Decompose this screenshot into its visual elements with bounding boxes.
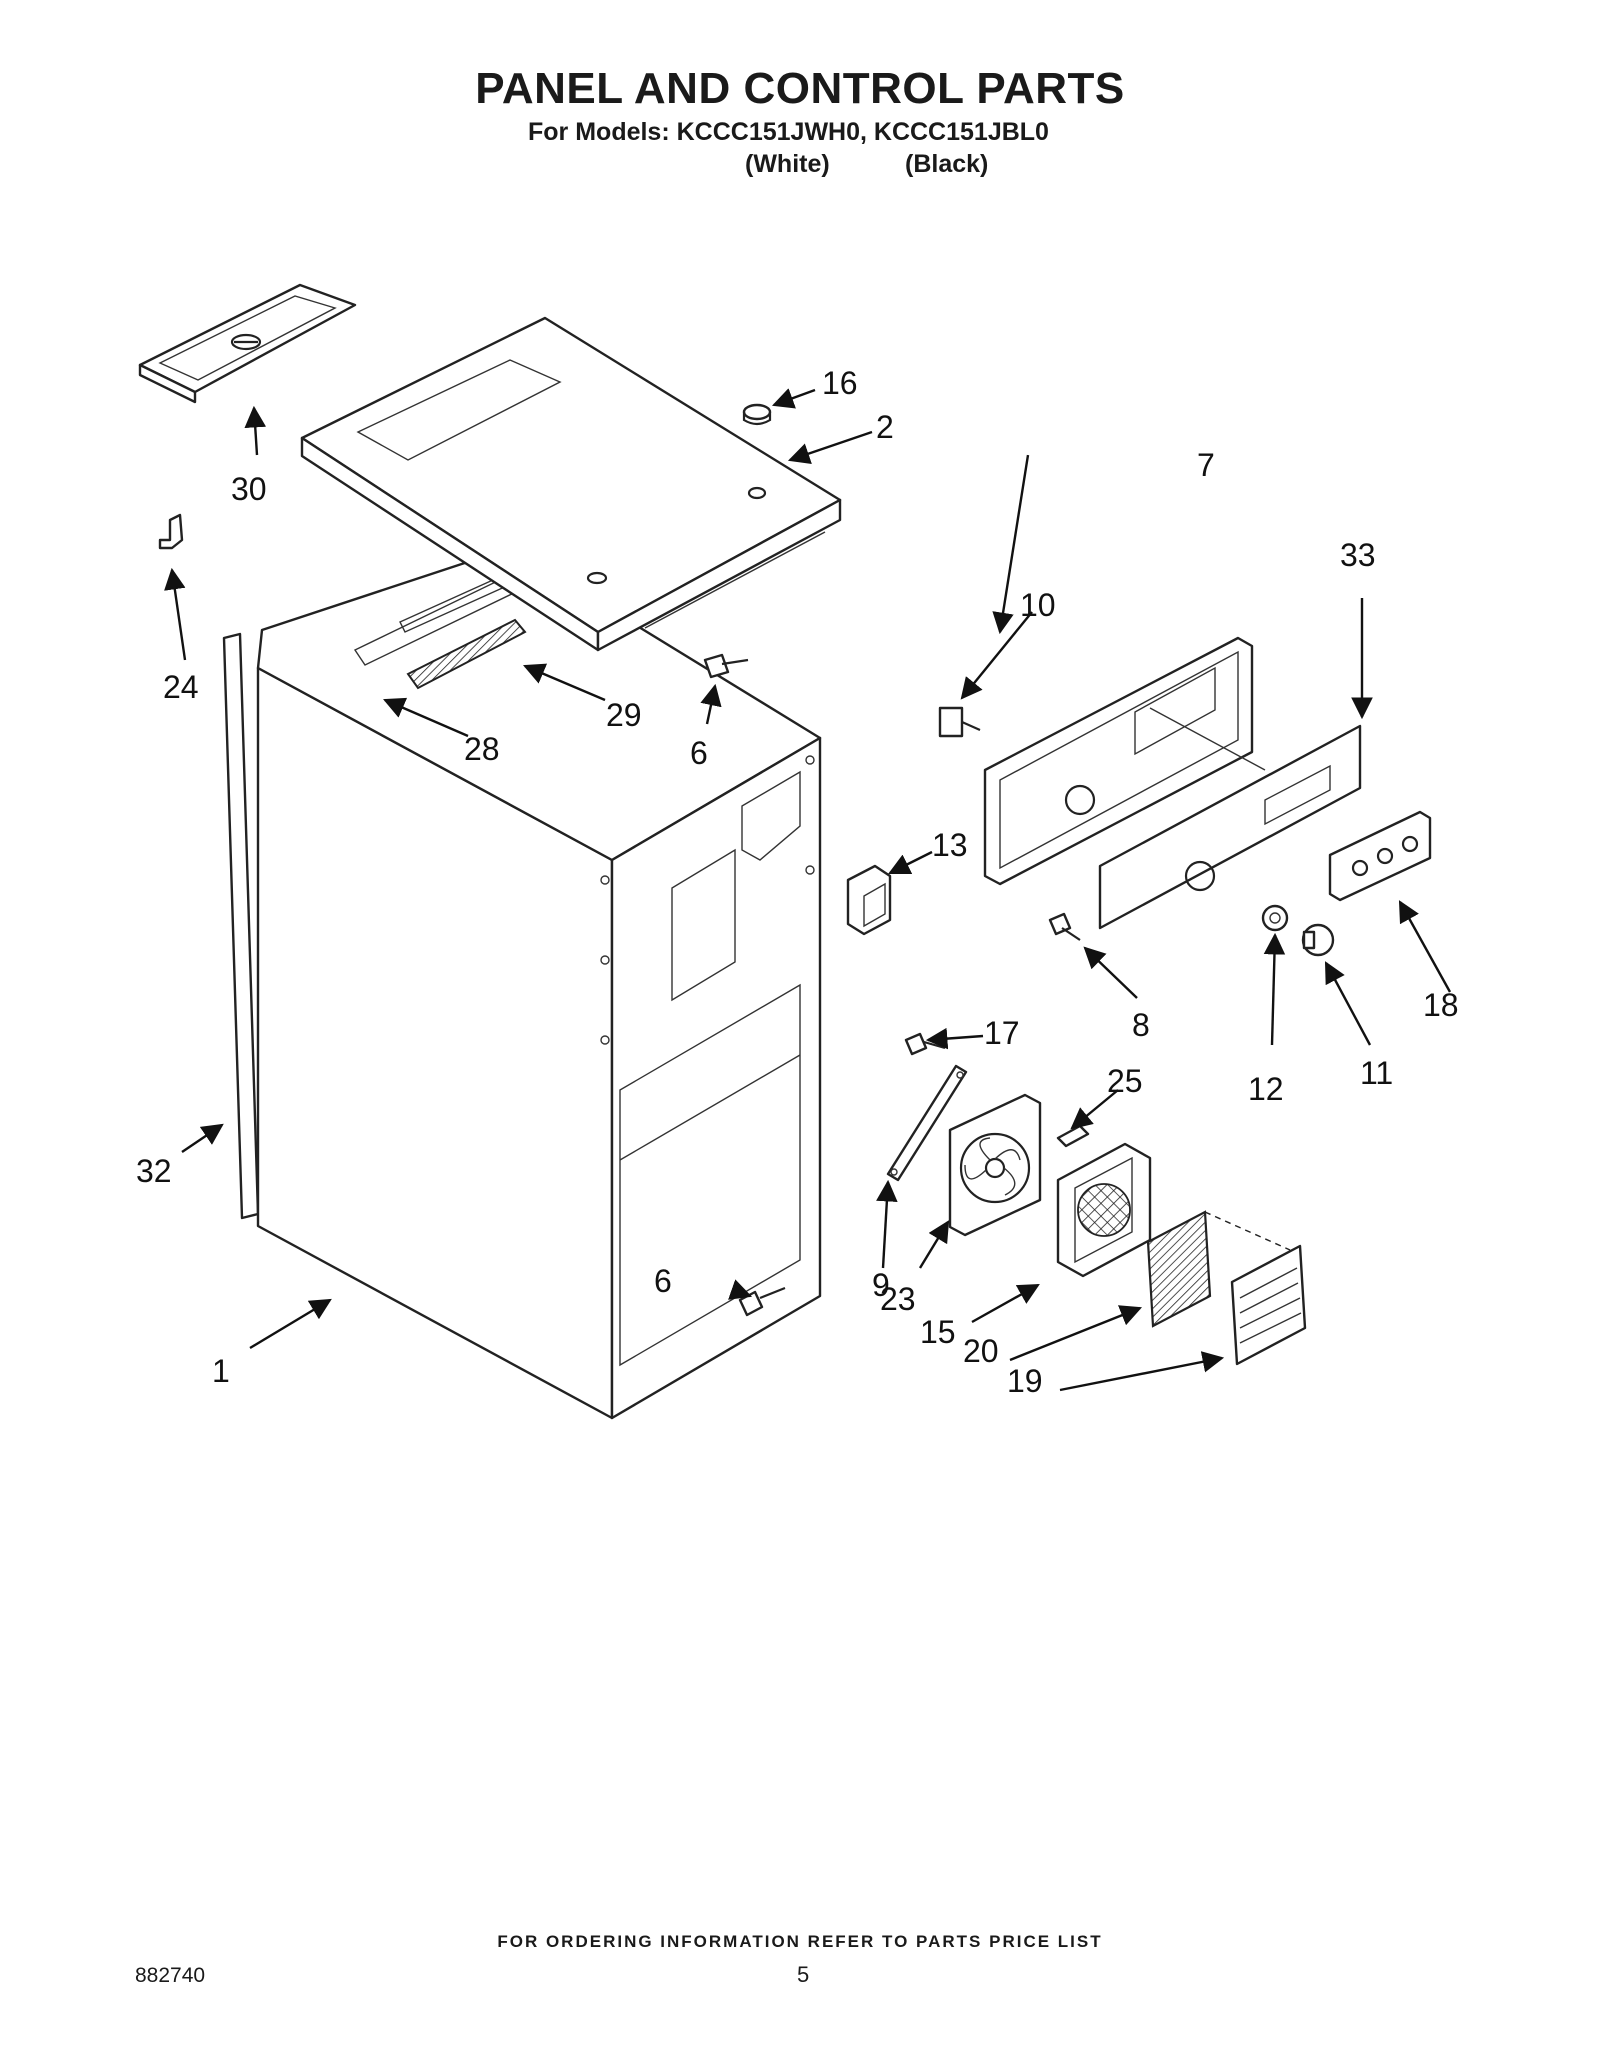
callout-15: 15 [920, 1314, 956, 1350]
callout-25: 25 [1107, 1063, 1143, 1099]
callout-18: 18 [1423, 987, 1459, 1023]
callout-11: 11 [1360, 1055, 1393, 1091]
part-11-knob [1301, 923, 1335, 957]
part-15-fan-shroud [1056, 1142, 1152, 1278]
part-30-hatch-cover [138, 283, 357, 404]
model-numbers: For Models: KCCC151JWH0, KCCC151JBL0 [528, 118, 1049, 146]
part-13-rocker-switch [846, 864, 892, 936]
part-7-control-housing [983, 636, 1266, 886]
callout-29: 29 [606, 697, 642, 733]
callout-16: 16 [822, 365, 858, 401]
part-23-fan [948, 1093, 1042, 1237]
callout-20: 20 [963, 1333, 999, 1369]
part-32-side-trim [222, 632, 260, 1220]
callout-28: 28 [464, 731, 500, 767]
callout-10: 10 [1020, 587, 1056, 623]
color-white-label: (White) [745, 150, 830, 178]
part-19-grille [1230, 1244, 1307, 1366]
part-2-top-panel [300, 316, 842, 652]
part-9-bracket [886, 1064, 968, 1182]
part-33-control-panel [1098, 724, 1362, 930]
callout-17: 17 [984, 1015, 1020, 1051]
callout-12: 12 [1248, 1071, 1284, 1107]
part-17-screw [904, 1032, 946, 1056]
part-18-touch-panel [1328, 810, 1432, 902]
ordering-note: FOR ORDERING INFORMATION REFER TO PARTS … [497, 1932, 1103, 1951]
part-6-screw-upper [703, 653, 749, 679]
callout-23: 23 [880, 1281, 916, 1317]
part-16-plug [742, 403, 772, 426]
part-20-filter [1146, 1210, 1291, 1328]
callout-2: 2 [876, 409, 894, 445]
callout-6-lower: 6 [654, 1263, 672, 1299]
part-24-clip [158, 513, 184, 550]
callout-9: 9 [872, 1267, 890, 1303]
leader-lines [164, 388, 1452, 1392]
callout-32: 32 [136, 1153, 172, 1189]
callout-1: 1 [212, 1353, 230, 1389]
document-number: 882740 [135, 1964, 206, 1987]
part-8-screw [1048, 912, 1081, 941]
callout-19: 19 [1007, 1363, 1043, 1399]
callout-13: 13 [932, 827, 968, 863]
callout-8: 8 [1132, 1007, 1150, 1043]
callout-33: 33 [1340, 537, 1376, 573]
page-number: 5 [797, 1962, 810, 1987]
callout-7: 7 [1197, 447, 1215, 483]
color-black-label: (Black) [905, 150, 989, 178]
page-title: PANEL AND CONTROL PARTS [475, 64, 1125, 113]
part-10-switch [938, 706, 981, 738]
callout-6-upper: 6 [690, 735, 708, 771]
part-25-clip [1056, 1124, 1090, 1148]
part-29-foam-strip [406, 618, 527, 690]
callout-labels: 1 2 6 6 7 8 9 10 11 12 13 15 16 17 18 19… [136, 365, 1459, 1399]
callout-30: 30 [231, 471, 267, 507]
callout-24: 24 [163, 669, 199, 705]
part-12-nut [1261, 904, 1289, 932]
part-1-cabinet [256, 546, 822, 1420]
